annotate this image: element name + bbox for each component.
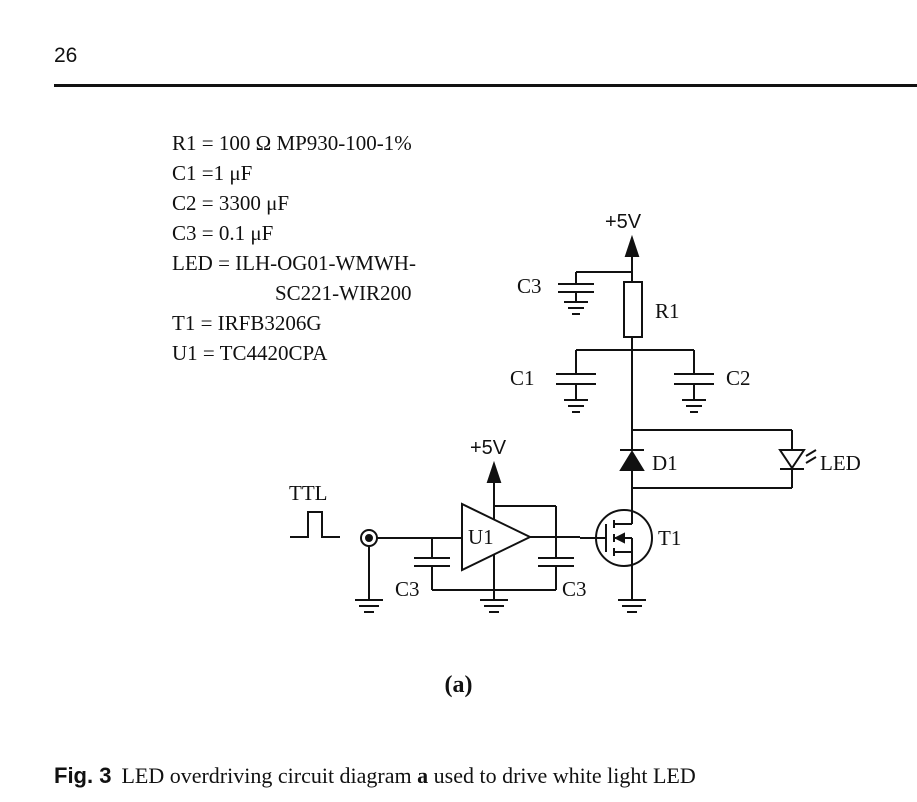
caption-text-start: LED overdriving circuit diagram (121, 763, 418, 788)
d1-label: D1 (652, 451, 678, 475)
r1-label: R1 (655, 299, 680, 323)
c1-capacitor (556, 350, 596, 413)
figure-sublabel: (a) (444, 672, 473, 698)
c3-right-label: C3 (562, 577, 587, 601)
component-spec-list: R1 = 100 Ω MP930-100-1% C1 =1 μF C2 = 33… (172, 128, 416, 368)
ttl-label: TTL (289, 481, 327, 505)
spec-led-cont: SC221-WIR200 (275, 281, 412, 305)
ttl-pulse-icon (290, 511, 340, 538)
c1-label: C1 (510, 366, 535, 390)
c2-capacitor (674, 350, 714, 413)
spec-c1: C1 =1 μF (172, 161, 253, 185)
vcc-top-arrow (624, 234, 640, 282)
led-symbol (778, 430, 817, 488)
caption-panel-letter: a (417, 763, 429, 788)
d1-diode (619, 430, 645, 508)
r1-resistor (623, 281, 643, 430)
led-label: LED (820, 451, 861, 475)
c3-top-capacitor (558, 271, 632, 315)
input-ground (355, 599, 383, 613)
caption-text-end: used to drive white light LED (428, 763, 696, 788)
c3-left-label: C3 (395, 577, 420, 601)
spec-t1: T1 = IRFB3206G (172, 311, 322, 335)
page-number: 26 (54, 44, 78, 67)
t1-label: T1 (658, 526, 681, 550)
c3-top-label: C3 (517, 274, 542, 298)
u1-label: U1 (468, 525, 494, 549)
t1-mosfet (580, 508, 653, 600)
c2-label: C2 (726, 366, 751, 390)
vcc-driver-arrow (486, 460, 502, 520)
vcc-driver-label: +5V (470, 437, 507, 459)
header-rule (54, 84, 917, 87)
spec-u1: U1 = TC4420CPA (172, 341, 328, 365)
spec-c3: C3 = 0.1 μF (172, 221, 274, 245)
c3-left-capacitor (414, 538, 450, 590)
u1-ground (480, 599, 508, 613)
caption-figure-number: Fig. 3 (54, 763, 112, 788)
input-connector (360, 529, 462, 600)
vcc-top-label: +5V (605, 211, 642, 233)
spec-r1: R1 = 100 Ω MP930-100-1% (172, 131, 412, 155)
c3-right-capacitor (538, 537, 574, 590)
spec-led: LED = ILH-OG01-WMWH- (172, 251, 416, 275)
t1-ground (618, 599, 646, 613)
spec-c2: C2 = 3300 μF (172, 191, 290, 215)
